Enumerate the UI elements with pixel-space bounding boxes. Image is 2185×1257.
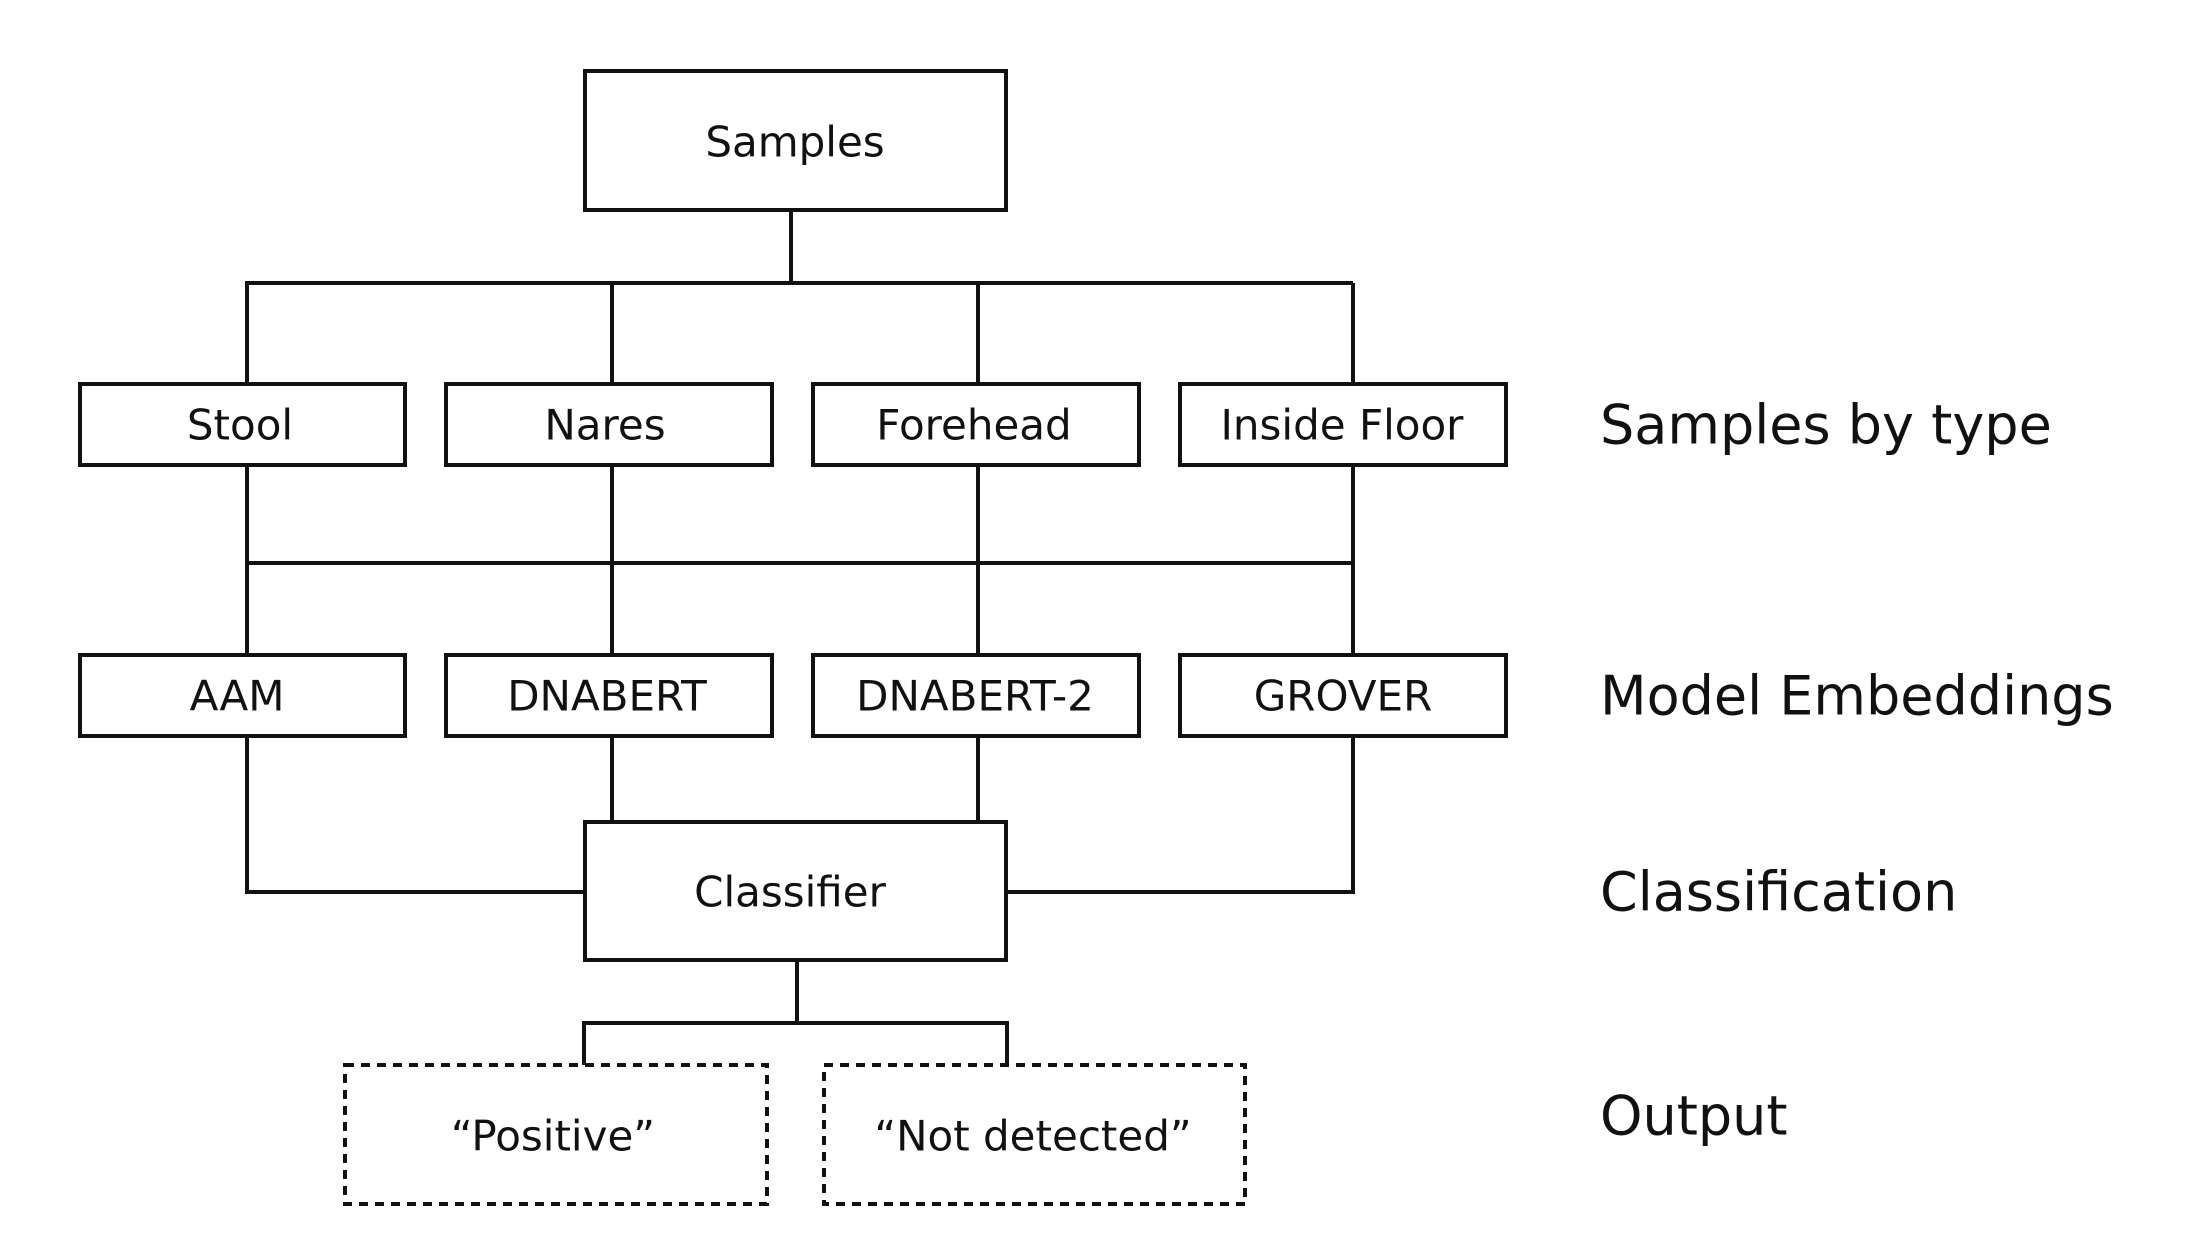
classifier-box	[583, 820, 1008, 962]
aam-label: AAM	[190, 672, 285, 721]
dnabert-2-box	[811, 653, 1141, 738]
inside-floor-box	[1178, 382, 1508, 467]
nares-label: Nares	[544, 401, 665, 450]
forehead-box	[811, 382, 1141, 467]
samples-node: Samples	[583, 69, 1008, 212]
positive-output-box	[343, 1063, 769, 1206]
model-nodes: AAM DNABERT DNABERT-2 GROVER	[78, 653, 1508, 738]
classifier-label: Classifier	[694, 868, 886, 917]
stage-label-classification: Classification	[1600, 861, 1957, 924]
connectors-classifier-to-outputs	[582, 960, 1009, 1065]
sample-type-nodes: Stool Nares Forehead Inside Floor	[78, 382, 1508, 467]
not-detected-output-box	[822, 1063, 1247, 1206]
connectors-types-to-models	[245, 465, 1355, 655]
positive-output-label: “Positive”	[451, 1112, 655, 1161]
inside-floor-label: Inside Floor	[1221, 401, 1465, 450]
aam-box	[78, 653, 407, 738]
samples-label: Samples	[705, 118, 884, 167]
forehead-label: Forehead	[876, 401, 1071, 450]
grover-box	[1178, 653, 1508, 738]
connector-line	[1006, 736, 1355, 894]
stage-labels: Samples by type Model Embeddings Classif…	[1600, 394, 2114, 1148]
samples-box	[583, 69, 1008, 212]
not-detected-output-label: “Not detected”	[874, 1112, 1191, 1161]
classifier-node: Classifier	[583, 820, 1008, 962]
stage-label-samples-by-type: Samples by type	[1600, 394, 2052, 457]
stool-label: Stool	[187, 401, 293, 450]
dnabert-2-label: DNABERT-2	[856, 672, 1094, 721]
stage-label-model-embeddings: Model Embeddings	[1600, 665, 2114, 728]
dnabert-label: DNABERT	[507, 672, 707, 721]
dnabert-box	[444, 653, 774, 738]
connectors-samples-to-types	[245, 210, 1355, 384]
connectors-models-to-classifier	[245, 736, 1355, 894]
output-nodes: “Positive” “Not detected”	[343, 1063, 1247, 1206]
connector-line	[245, 736, 585, 894]
nares-box	[444, 382, 774, 467]
stage-label-output: Output	[1600, 1085, 1788, 1148]
grover-label: GROVER	[1254, 672, 1433, 721]
stool-box	[78, 382, 407, 467]
